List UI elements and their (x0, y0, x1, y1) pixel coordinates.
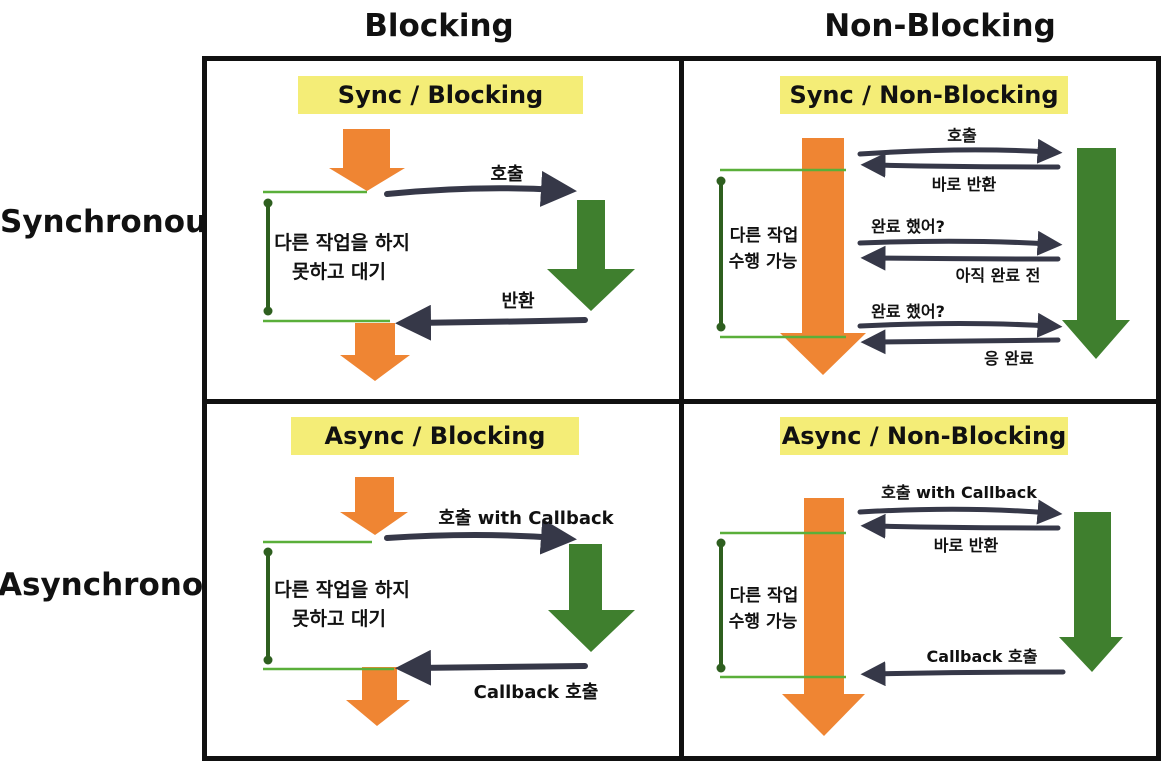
callee-arrow (547, 200, 635, 311)
wait-bracket-dot-top (263, 198, 273, 208)
poll-label-1: 완료 했어? (871, 217, 945, 236)
call-label: 호출 with Callback (438, 508, 614, 529)
call-arrow (384, 518, 577, 555)
column-header-non-blocking: Non-Blocking (824, 8, 1056, 44)
poll-reply-arrow-1 (860, 245, 1061, 271)
wait-label-line2: 못하고 대기 (292, 608, 386, 630)
caller-arrow-start (340, 477, 408, 535)
callee-arrow (1059, 512, 1123, 672)
caller-arrow (782, 498, 865, 736)
wait-label-line1: 다른 작업을 하지 (274, 579, 410, 601)
row-header-synchronous: Synchronous (0, 204, 226, 240)
poll-arrow-1 (857, 230, 1063, 256)
work-label-line2: 수행 가능 (729, 612, 798, 632)
immediate-return-arrow (860, 513, 1061, 539)
immediate-return-label: 바로 반환 (932, 175, 997, 194)
caller-arrow (780, 138, 866, 375)
caller-arrow-resume (340, 323, 410, 381)
work-label-line1: 다른 작업 (730, 586, 798, 606)
work-bracket-dot-bottom (716, 663, 726, 673)
row-header-asynchronous: Asynchronous (0, 567, 244, 603)
callee-arrow (548, 544, 635, 652)
return-arrow (395, 304, 588, 341)
poll-arrow-2 (857, 312, 1063, 338)
caller-arrow-start (329, 129, 405, 191)
quadrant-title: Async / Non-Blocking (780, 417, 1068, 455)
poll-reply-label-2: 응 완료 (984, 349, 1034, 368)
poll-label-2: 완료 했어? (871, 302, 945, 321)
call-arrow (384, 170, 577, 207)
callee-arrow (1062, 148, 1130, 359)
quadrant-sync-blocking: Sync / Blocking 호출 반환 다른 작업을 하지 못하고 대기 (202, 56, 684, 404)
async-non-blocking-diagram: 호출 with Callback 바로 반환 Callback 호출 다른 작업… (716, 483, 1123, 736)
call-label: 호출 (490, 164, 523, 185)
work-bracket-dot-top (716, 538, 726, 548)
quadrant-async-blocking: Async / Blocking 호출 with Callback Callba… (202, 399, 684, 761)
quadrant-title: Sync / Blocking (298, 76, 583, 114)
column-header-blocking: Blocking (364, 8, 514, 44)
sync-blocking-diagram: 호출 반환 다른 작업을 하지 못하고 대기 (263, 129, 635, 381)
quadrant-title: Async / Blocking (291, 417, 579, 455)
call-arrow (857, 499, 1063, 525)
quadrant-sync-non-blocking: Sync / Non-Blocking 호출 바로 반환 완료 했어? 아직 완… (679, 56, 1161, 404)
wait-label-line1: 다른 작업을 하지 (274, 232, 410, 254)
async-blocking-diagram: 호출 with Callback Callback 호출 다른 작업을 하지 못… (263, 477, 635, 726)
wait-bracket-dot-bottom (263, 655, 273, 665)
sync-non-blocking-diagram: 호출 바로 반환 완료 했어? 아직 완료 전 완료 했어? 응 완료 다른 작… (716, 126, 1130, 375)
quadrant-async-non-blocking: Async / Non-Blocking 호출 with Callback 바로… (679, 399, 1161, 761)
call-arrow (857, 138, 1063, 164)
caller-arrow-resume (346, 667, 410, 726)
wait-label-line2: 못하고 대기 (292, 261, 386, 283)
work-label-line1: 다른 작업 (730, 226, 798, 246)
call-label: 호출 (947, 126, 977, 145)
quadrant-title: Sync / Non-Blocking (780, 76, 1068, 114)
wait-bracket-dot-top (263, 547, 273, 557)
work-label-line2: 수행 가능 (729, 252, 798, 272)
callback-arrow (860, 661, 1066, 687)
work-bracket-dot-top (716, 176, 726, 186)
poll-reply-arrow-2 (860, 329, 1061, 355)
callback-label: Callback 호출 (927, 647, 1038, 666)
immediate-return-label: 바로 반환 (934, 536, 999, 555)
poll-reply-label-1: 아직 완료 전 (956, 266, 1041, 285)
wait-bracket-dot-bottom (263, 306, 273, 316)
work-bracket-dot-bottom (716, 322, 726, 332)
callback-arrow (395, 649, 588, 686)
immediate-return-arrow (860, 152, 1061, 178)
return-label: 반환 (501, 290, 535, 312)
callback-label: Callback 호출 (474, 682, 599, 703)
call-label: 호출 with Callback (881, 483, 1037, 502)
